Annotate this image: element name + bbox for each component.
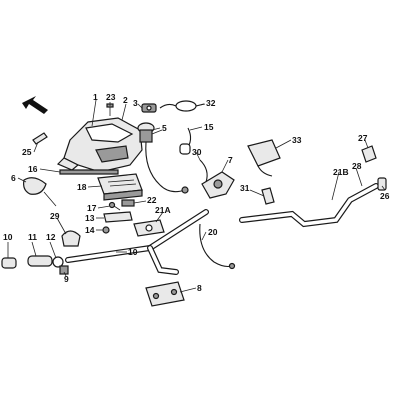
part-13-clamp [103, 211, 133, 223]
part-14-nut [102, 226, 110, 234]
part-7-switch-housing [201, 171, 235, 199]
label-31: 31 [240, 183, 250, 193]
label-5: 5 [162, 123, 167, 133]
label-10-bar: 10 [128, 247, 138, 257]
part-5-ignition [137, 122, 163, 143]
part-17-bolt [108, 201, 121, 211]
label-29: 29 [50, 211, 60, 221]
part-1-front-cover [56, 117, 143, 173]
part-16-bracket [59, 169, 119, 175]
label-25: 25 [22, 147, 32, 157]
cable-end [228, 262, 236, 270]
label-28: 28 [352, 161, 362, 171]
part-21b-handlebar [239, 183, 379, 228]
part-30-cable [199, 159, 208, 183]
label-6: 6 [11, 173, 16, 183]
label-20: 20 [208, 227, 218, 237]
label-11: 11 [28, 232, 37, 242]
part-31-clamp [261, 187, 275, 205]
part-10-left-grip [1, 257, 17, 269]
label-33: 33 [292, 135, 302, 145]
part-33-reservoir [247, 139, 281, 177]
part-10-handlebar [65, 209, 209, 275]
label-21b: 21B [333, 167, 349, 177]
leader-lines [7, 99, 386, 293]
label-23: 23 [106, 92, 116, 102]
label-13: 13 [85, 213, 95, 223]
label-32: 32 [206, 98, 216, 108]
label-27: 27 [358, 133, 368, 143]
part-18-control-box [97, 173, 143, 201]
part-20-throttle-cable [199, 223, 233, 268]
label-3: 3 [133, 98, 138, 108]
label-12: 12 [46, 232, 56, 242]
part-9-weight [59, 265, 69, 275]
part-3-switch [141, 103, 157, 113]
part-21a-upper-clamp [133, 219, 165, 237]
wire-harness [145, 141, 186, 193]
harness-plug [181, 186, 189, 194]
part-8-mount-plate [145, 281, 185, 307]
label-22: 22 [147, 195, 157, 205]
front-arrow-icon [22, 96, 48, 114]
label-10-grip: 10 [3, 232, 13, 242]
label-1: 1 [93, 92, 98, 102]
part-26-tip [377, 177, 387, 191]
label-15: 15 [204, 122, 214, 132]
label-21a: 21A [155, 205, 171, 215]
part-12-ring [52, 256, 64, 268]
label-26: 26 [380, 191, 390, 201]
label-17: 17 [87, 203, 97, 213]
part-11-grip [27, 255, 53, 267]
part-22-clip [121, 199, 135, 207]
label-8: 8 [197, 283, 202, 293]
label-2: 2 [123, 95, 128, 105]
label-7: 7 [228, 155, 233, 165]
part-15-sensor [179, 127, 192, 155]
part-29-clamp [61, 230, 81, 247]
label-14: 14 [85, 225, 95, 235]
label-16: 16 [28, 164, 38, 174]
label-9: 9 [64, 274, 69, 284]
label-30: 30 [192, 147, 202, 157]
part-25-clip [32, 132, 48, 145]
label-18: 18 [77, 182, 87, 192]
part-27-bracket [361, 145, 377, 163]
part-6-mirror [23, 177, 57, 207]
